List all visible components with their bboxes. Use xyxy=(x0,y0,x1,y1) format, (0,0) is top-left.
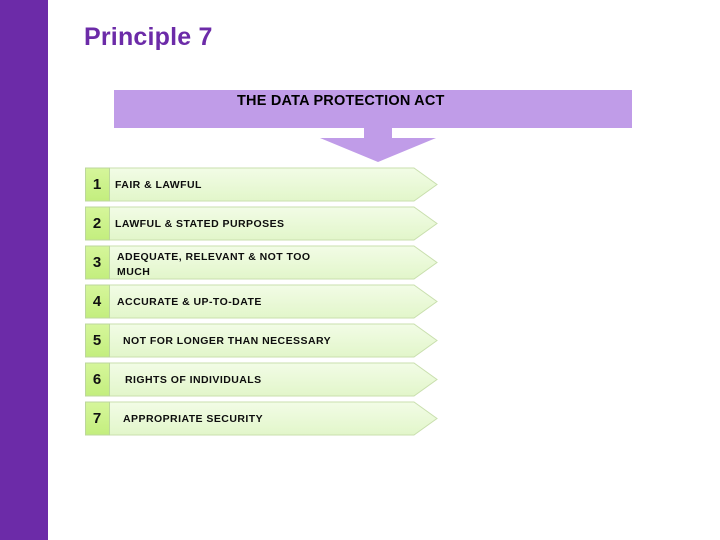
list-item-label: ACCURATE & UP-TO-DATE xyxy=(117,295,262,308)
chevron-shape xyxy=(85,323,438,358)
arrow-down-icon xyxy=(320,120,436,162)
chevron-shape xyxy=(85,401,438,436)
chevron-shape xyxy=(85,362,438,397)
chevron-shape xyxy=(85,284,438,319)
list-item[interactable]: 5 NOT FOR LONGER THAN NECESSARY xyxy=(85,323,438,358)
list-item-label: ADEQUATE, RELEVANT & NOT TOO MUCH xyxy=(117,250,311,278)
principles-list: 1 FAIR & LAWFUL 2 LAWFUL & STATED PURPOS… xyxy=(85,167,445,447)
list-item-number: 5 xyxy=(92,332,102,349)
list-item-label: NOT FOR LONGER THAN NECESSARY xyxy=(123,334,332,347)
list-item[interactable]: 6 RIGHTS OF INDIVIDUALS xyxy=(85,362,438,397)
list-item-number: 7 xyxy=(92,410,102,427)
list-item[interactable]: 3 ADEQUATE, RELEVANT & NOT TOO MUCH xyxy=(85,245,438,280)
list-item-label: LAWFUL & STATED PURPOSES xyxy=(115,217,285,230)
list-item[interactable]: 7 APPROPRIATE SECURITY xyxy=(85,401,438,436)
list-item-number: 4 xyxy=(92,293,102,310)
left-accent-bar xyxy=(0,0,48,540)
list-item[interactable]: 4 ACCURATE & UP-TO-DATE xyxy=(85,284,438,319)
banner-title: THE DATA PROTECTION ACT xyxy=(237,93,445,109)
list-item[interactable]: 2 LAWFUL & STATED PURPOSES xyxy=(85,206,438,241)
list-item-label: RIGHTS OF INDIVIDUALS xyxy=(125,373,262,386)
list-item-number: 1 xyxy=(92,176,102,193)
list-item-number: 6 xyxy=(92,371,102,388)
list-item-number: 3 xyxy=(92,254,102,271)
banner-group: THE DATA PROTECTION ACT xyxy=(114,90,634,162)
list-item[interactable]: 1 FAIR & LAWFUL xyxy=(85,167,438,202)
chevron-shape xyxy=(85,206,438,241)
list-item-label: APPROPRIATE SECURITY xyxy=(123,412,264,425)
chevron-shape xyxy=(85,245,438,280)
list-item-number: 2 xyxy=(92,215,102,232)
chevron-shape xyxy=(85,167,438,202)
page-title: Principle 7 xyxy=(84,23,213,51)
list-item-label: FAIR & LAWFUL xyxy=(115,178,202,191)
